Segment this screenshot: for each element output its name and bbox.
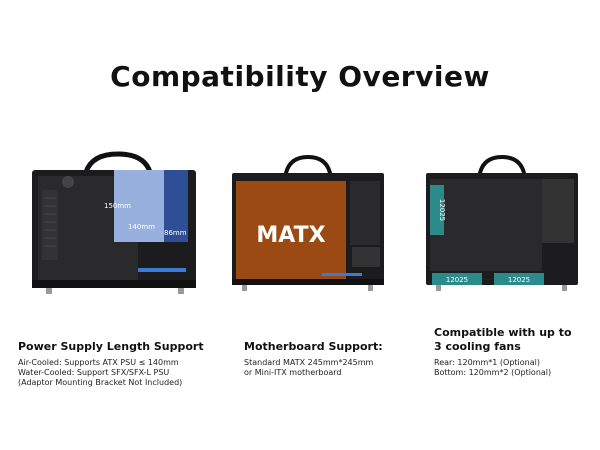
bottom-fan-label-2: 12025 — [508, 276, 530, 284]
psu-line-1: Air-Cooled: Supports ATX PSU ≤ 140mm — [18, 358, 179, 367]
psu-line-3: (Adaptor Mounting Bracket Not Included) — [18, 378, 183, 387]
fan-case-icon: 12025 12025 12025 — [426, 155, 578, 291]
matx-label: MATX — [256, 223, 325, 248]
page-title: Compatibility Overview — [110, 60, 490, 93]
rear-fan-label: 12025 — [438, 199, 446, 221]
motherboard-line-2: or Mini-ITX motherboard — [244, 368, 342, 377]
psu-depth-label: 86mm — [164, 229, 187, 237]
bottom-fan-label-1: 12025 — [446, 276, 468, 284]
psu-line-2: Water-Cooled: Support SFX/SFX-L PSU — [18, 368, 170, 377]
fans-heading: Compatible with up to 3 cooling fans — [434, 326, 594, 354]
motherboard-heading: Motherboard Support: — [244, 340, 383, 353]
psu-description: Air-Cooled: Supports ATX PSU ≤ 140mm Wat… — [18, 358, 218, 388]
motherboard-case-icon: MATX — [232, 155, 384, 291]
motherboard-line-1: Standard MATX 245mm*245mm — [244, 358, 374, 367]
psu-height-label: 150mm — [104, 202, 131, 210]
fans-line-2: Bottom: 120mm*2 (Optional) — [434, 368, 552, 377]
motherboard-description: Standard MATX 245mm*245mm or Mini-ITX mo… — [244, 358, 414, 378]
psu-case-icon: 150mm 140mm 86mm — [32, 151, 196, 294]
fans-description: Rear: 120mm*1 (Optional) Bottom: 120mm*2… — [434, 358, 594, 378]
psu-length-label: 140mm — [128, 223, 155, 231]
fans-heading-line-1: Compatible with up to — [434, 326, 572, 339]
fans-heading-line-2: 3 cooling fans — [434, 340, 521, 353]
psu-heading: Power Supply Length Support — [18, 340, 204, 353]
fans-line-1: Rear: 120mm*1 (Optional) — [434, 358, 540, 367]
